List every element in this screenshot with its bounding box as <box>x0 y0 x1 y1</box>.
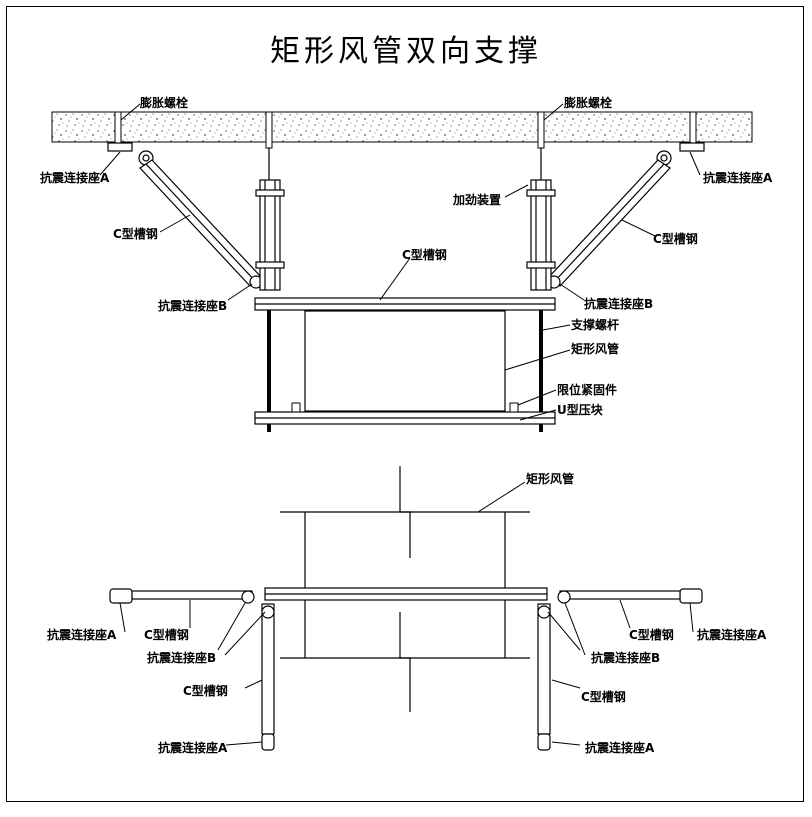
label-c-channel-right: C型槽钢 <box>653 232 698 246</box>
label-limit-fastener: 限位紧固件 <box>557 383 618 397</box>
label-seismic-base-b-left: 抗震连接座B <box>158 299 228 313</box>
label-seismic-base-a-top-right: 抗震连接座A <box>703 171 773 185</box>
drawing-title: 矩形风管双向支撑 <box>270 34 542 69</box>
vertical-hanger-right <box>526 148 556 291</box>
plan-label-seismic-base-b-left: 抗震连接座B <box>147 651 217 665</box>
diagonal-brace-right <box>547 159 671 289</box>
label-rect-duct: 矩形风管 <box>571 342 620 356</box>
plan-duct <box>280 466 530 712</box>
label-support-rod: 支撑螺杆 <box>571 318 620 332</box>
plan-label-seismic-base-b-right: 抗震连接座B <box>591 651 661 665</box>
bottom-beam-c-channel <box>254 411 556 425</box>
plan-label-c-channel-left: C型槽钢 <box>144 628 189 642</box>
seismic-base-a-top-left <box>107 142 154 166</box>
drawing-frame <box>6 6 804 802</box>
plan-brace-left <box>109 588 275 751</box>
plan-label-seismic-base-a-bottom-left: 抗震连接座A <box>158 741 228 755</box>
plan-label-seismic-base-a-right: 抗震连接座A <box>697 628 767 642</box>
diagonal-brace-left <box>139 159 263 289</box>
label-c-channel-left: C型槽钢 <box>113 227 158 241</box>
label-c-channel-beam: C型槽钢 <box>402 248 447 262</box>
label-seismic-base-b-right: 抗震连接座B <box>584 297 654 311</box>
concrete-slab <box>51 111 753 143</box>
plan-label-c-channel-vertical-right: C型槽钢 <box>581 690 626 704</box>
u-clamp <box>291 402 519 413</box>
plan-main-beam <box>264 587 548 601</box>
seismic-base-a-top-right <box>656 142 705 166</box>
vertical-hanger-left <box>255 148 285 291</box>
label-seismic-base-a-top-left: 抗震连接座A <box>40 171 110 185</box>
plan-brace-right <box>537 588 703 751</box>
label-reinforcement-device: 加劲装置 <box>453 193 502 207</box>
plan-label-seismic-base-a-bottom-right: 抗震连接座A <box>585 741 655 755</box>
rectangular-duct-section <box>304 310 506 412</box>
label-u-clamp: U型压块 <box>557 403 603 417</box>
plan-label-rect-duct: 矩形风管 <box>526 472 575 486</box>
top-beam-c-channel <box>254 297 556 311</box>
label-expansion-bolt-right: 膨胀螺栓 <box>564 96 613 110</box>
leader-lines <box>99 103 701 746</box>
label-expansion-bolt-left: 膨胀螺栓 <box>140 96 189 110</box>
plan-label-c-channel-vertical-left: C型槽钢 <box>183 684 228 698</box>
plan-label-c-channel-right: C型槽钢 <box>629 628 674 642</box>
plan-label-seismic-base-a-left: 抗震连接座A <box>47 628 117 642</box>
